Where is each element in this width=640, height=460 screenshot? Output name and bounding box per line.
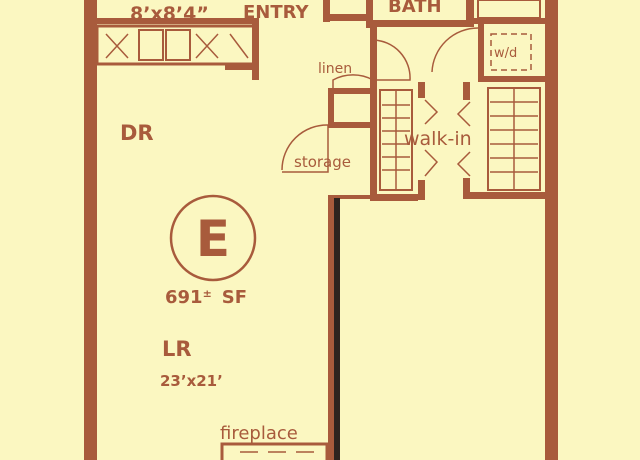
fireplace-label: fireplace bbox=[220, 423, 298, 444]
unit-badge: E bbox=[169, 194, 257, 282]
linen-label: linen bbox=[318, 61, 352, 77]
living-label: LR bbox=[162, 337, 192, 361]
area-plus-minus: ± bbox=[203, 287, 212, 300]
dining-label: DR bbox=[120, 121, 154, 145]
unit-letter: E bbox=[196, 210, 230, 268]
washer-dryer-closet bbox=[431, 24, 545, 82]
linen-door-swing bbox=[332, 74, 374, 90]
interior-partition bbox=[334, 198, 340, 460]
storage-door-swing bbox=[281, 124, 329, 173]
kitchen-size-label: 8’x8’4” bbox=[130, 3, 209, 25]
entry-bath-walls bbox=[323, 0, 545, 28]
storage-label: storage bbox=[294, 153, 351, 171]
area-value: 691 bbox=[165, 287, 203, 308]
living-size-label: 23’x21’ bbox=[160, 372, 223, 390]
entry-label: ENTRY bbox=[243, 2, 310, 23]
kitchen-counter bbox=[95, 18, 259, 80]
dining-living-wall bbox=[328, 198, 334, 460]
area-unit: SF bbox=[222, 287, 247, 308]
hall-walls bbox=[328, 27, 418, 201]
sink-icon bbox=[138, 29, 191, 61]
area-label: 691± SF bbox=[165, 287, 247, 308]
washer-dryer-label: w/d bbox=[494, 46, 517, 61]
bath-label: BATH bbox=[388, 0, 442, 17]
walk-in-closet bbox=[379, 82, 545, 200]
fireplace-icon bbox=[220, 442, 329, 460]
exterior-walls bbox=[84, 0, 558, 460]
walk-in-label: walk-in bbox=[404, 128, 472, 150]
